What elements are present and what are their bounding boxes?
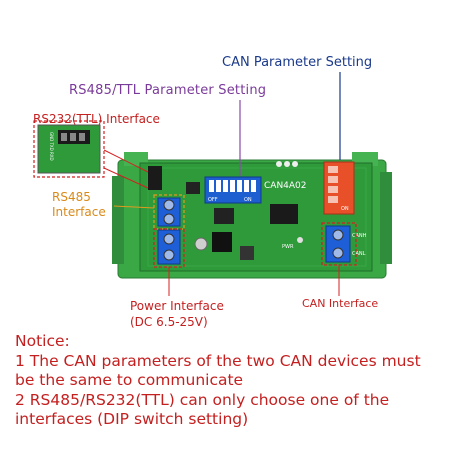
dip-left-off-text: OFF	[208, 197, 218, 203]
power-interface-label: Power Interface (DC 6.5-25V)	[130, 298, 224, 330]
capacitor	[194, 237, 208, 251]
notice-line3: 2 RS485/RS232(TTL) can only choose one o…	[15, 390, 390, 409]
model-text: CAN4A02	[264, 181, 307, 191]
din-rail-left-clip	[112, 176, 124, 264]
notice-line1: 1 The CAN parameters of the two CAN devi…	[15, 351, 421, 370]
rs485-label-line1: RS485	[52, 190, 91, 204]
can-interface-label: CAN Interface	[302, 297, 379, 310]
pcb-inner	[147, 167, 367, 267]
power-label-line2: (DC 6.5-25V)	[130, 315, 208, 329]
notice-line4: interfaces (DIP switch setting)	[15, 410, 249, 428]
notice-block: Notice: 1 The CAN parameters of the two …	[15, 332, 455, 430]
rs232-ttl-interface-label: RS232(TTL) Interface	[33, 112, 160, 126]
regulator	[212, 232, 232, 252]
din-rail-right-clip	[380, 172, 392, 264]
can-pin-l: CANL	[352, 251, 366, 257]
terminal-power	[157, 229, 181, 265]
dip-right-on-text: ON	[341, 206, 349, 212]
can-parameter-setting-label: CAN Parameter Setting	[222, 55, 373, 70]
notice-line2: be the same to communicate	[15, 371, 244, 389]
chip-main	[270, 204, 298, 224]
rs485-callout-box	[153, 194, 185, 230]
power-label-line1: Power Interface	[130, 299, 224, 313]
rs485-ttl-parameter-setting-label: RS485/TTL Parameter Setting	[69, 83, 267, 98]
chip-left	[214, 208, 234, 224]
can-pin-h: CANH	[352, 233, 367, 239]
rs485-label-line2: Interface	[52, 205, 106, 219]
pwr-text: PWR	[282, 244, 294, 250]
chip-small	[186, 182, 200, 194]
rs232-callout-box	[33, 120, 105, 178]
rs485-interface-label: RS485 Interface	[52, 190, 106, 220]
dip-left-on-text: ON	[244, 197, 252, 203]
inductor	[240, 246, 254, 260]
rs232-header-onboard	[148, 166, 162, 190]
notice-title: Notice:	[15, 332, 70, 350]
rs232-pins-text: GND TXD RXD	[49, 132, 54, 161]
